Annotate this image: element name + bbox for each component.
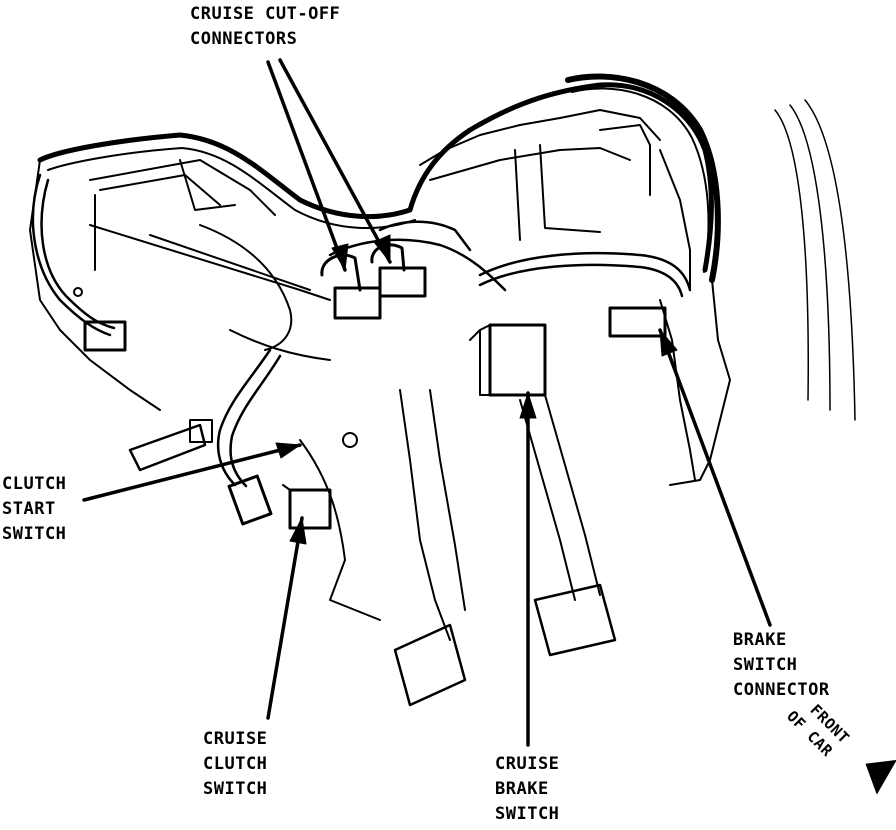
label-line: SWITCH xyxy=(733,655,798,675)
arrow-cruise-clutch xyxy=(266,516,304,720)
label-line: CONNECTOR xyxy=(733,680,830,700)
label-brake-switch-connector: BRAKE SWITCH CONNECTOR xyxy=(733,628,830,703)
wiring-harness xyxy=(31,173,692,488)
leader-arrows xyxy=(82,58,772,747)
arrow-clutch-start xyxy=(82,443,302,502)
label-clutch-start-switch: CLUTCH START SWITCH xyxy=(2,472,66,547)
label-line: CRUISE xyxy=(495,754,560,774)
label-line: CONNECTORS xyxy=(190,29,298,49)
label-line: BRAKE xyxy=(495,779,549,799)
label-cruise-cutoff-connectors: CRUISE CUT-OFF CONNECTORS xyxy=(190,2,340,52)
pedals xyxy=(128,389,617,707)
label-line: CRUISE CUT-OFF xyxy=(190,4,341,24)
label-line: BRAKE xyxy=(733,630,787,650)
label-line: CLUTCH xyxy=(203,754,268,774)
arrow-brake-connector xyxy=(658,328,772,627)
label-line: START xyxy=(2,499,56,519)
arrow-cutoff-2 xyxy=(278,58,392,264)
label-line: SWITCH xyxy=(495,804,560,824)
label-cruise-brake-switch: CRUISE BRAKE SWITCH xyxy=(495,752,559,827)
label-cruise-clutch-switch: CRUISE CLUTCH SWITCH xyxy=(203,727,267,802)
arrow-cutoff-1 xyxy=(266,60,347,272)
dash-housing xyxy=(29,73,856,486)
label-line: CRUISE xyxy=(203,729,268,749)
label-line: SWITCH xyxy=(203,779,268,799)
label-line: CLUTCH xyxy=(2,474,67,494)
connector-shapes xyxy=(73,243,667,530)
label-line: SWITCH xyxy=(2,524,67,544)
front-of-car-arrow-icon xyxy=(865,760,896,794)
